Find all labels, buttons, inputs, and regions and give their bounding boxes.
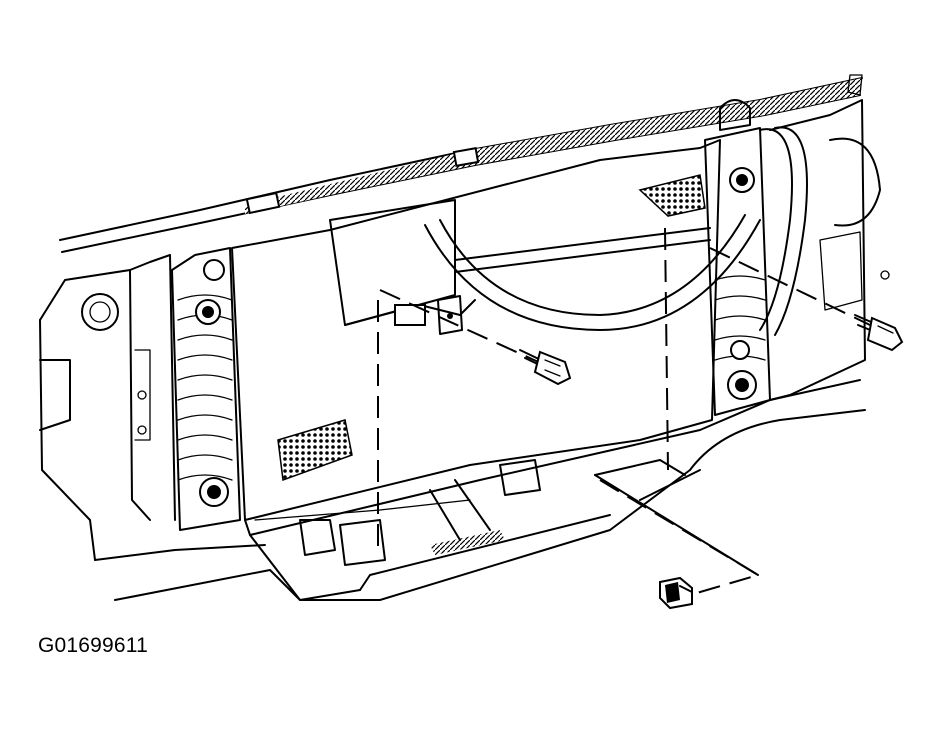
left-radiator-tank — [171, 247, 241, 531]
left-support-structure — [39, 254, 361, 601]
upper-rail — [59, 74, 863, 253]
upper-right-bolt-icon — [854, 314, 904, 352]
fan-shroud — [329, 199, 761, 335]
upper-left-bolt-icon — [519, 349, 572, 386]
installation-guide-lines — [377, 227, 871, 596]
lower-crossmember — [249, 459, 759, 601]
right-support-structure — [639, 99, 890, 501]
figure-id-label: G01699611 — [38, 634, 149, 657]
retainer-clip-icon — [659, 576, 693, 610]
